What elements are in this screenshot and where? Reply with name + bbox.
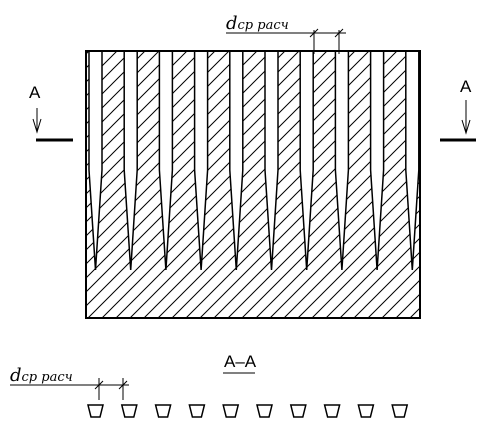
svg-text:dср расч: dср расч xyxy=(10,365,73,386)
section-trapezoid xyxy=(391,404,409,418)
section-trapezoid xyxy=(289,404,307,418)
block-outline xyxy=(85,50,421,319)
top-dim-subscript: ср расч xyxy=(238,18,289,33)
svg-text:dср расч: dср расч xyxy=(226,13,289,34)
section-marker-right: А xyxy=(440,77,476,142)
section-marker-left: А xyxy=(29,83,73,142)
section-trapezoid xyxy=(357,404,375,418)
bottom-dim-symbol: d xyxy=(10,365,22,386)
section-letter-right: А xyxy=(460,77,472,96)
section-trapezoid xyxy=(154,404,172,418)
section-trapezoid xyxy=(188,404,206,418)
section-trapezoid xyxy=(222,404,240,418)
section-trapezoid xyxy=(120,404,138,418)
section-title: А–А xyxy=(223,352,257,374)
top-dimension: dср расч xyxy=(226,13,346,54)
section-title-text: А–А xyxy=(224,352,257,371)
section-letter-left: А xyxy=(29,83,41,102)
section-trapezoid xyxy=(256,404,273,418)
section-trapezoid xyxy=(87,404,104,418)
bottom-dim-subscript: ср расч xyxy=(22,370,73,385)
section-trapezoid xyxy=(323,404,341,418)
section-view-group xyxy=(87,404,409,418)
hatched-block xyxy=(86,51,420,318)
bottom-dimension: dср расч xyxy=(10,365,129,400)
slots-group xyxy=(88,50,420,271)
top-dim-symbol: d xyxy=(226,13,238,34)
